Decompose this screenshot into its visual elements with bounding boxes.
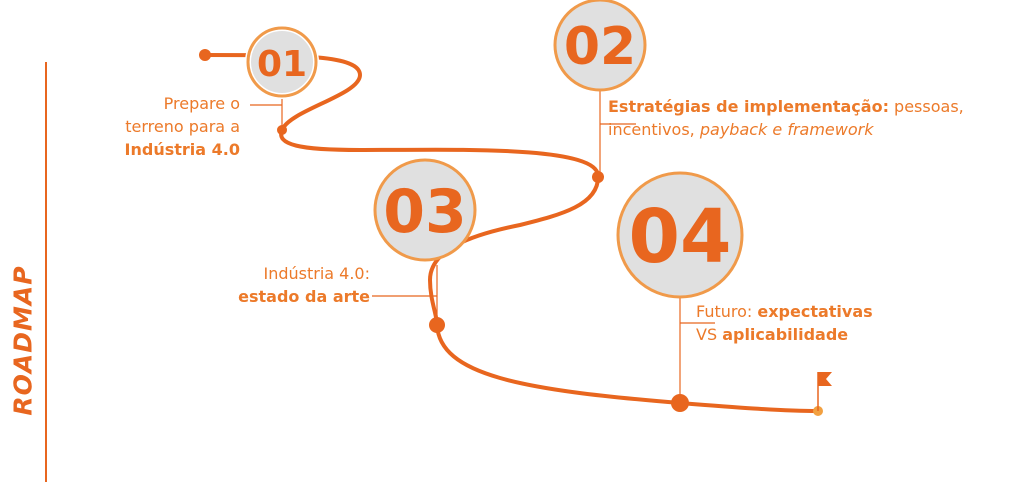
label-text-bold: Estratégias de implementação: xyxy=(608,97,889,116)
milestone-pin-04: 04 xyxy=(616,171,744,299)
milestone-pin-01: 01 xyxy=(245,25,319,99)
side-title-text: ROADMAP xyxy=(8,264,38,416)
label-text: Indústria 4.0: xyxy=(263,264,370,283)
milestone-number: 04 xyxy=(629,194,732,280)
milestone-number: 03 xyxy=(383,177,467,247)
label-text: VS xyxy=(696,325,723,344)
label-text: pessoas, xyxy=(888,97,964,116)
finish-flag-icon xyxy=(817,372,832,411)
route-point xyxy=(429,317,445,333)
label-text: terreno para a xyxy=(125,117,240,136)
milestone-label-04: Futuro: expectativas VS aplicabilidade xyxy=(696,300,873,346)
roadmap-path xyxy=(203,53,820,413)
route-point xyxy=(277,125,287,135)
leader-lines xyxy=(250,90,715,403)
milestone-label-01: Prepare o terreno para a Indústria 4.0 xyxy=(80,92,240,161)
milestone-number: 01 xyxy=(257,44,307,85)
start-node xyxy=(199,49,211,61)
side-title: ROADMAP xyxy=(3,240,43,440)
label-text: Futuro: xyxy=(696,302,758,321)
label-text-bold: estado da arte xyxy=(238,287,370,306)
label-text: incentivos, xyxy=(608,120,700,139)
route-point xyxy=(671,394,689,412)
milestone-number: 02 xyxy=(564,17,636,77)
milestone-pin-02: 02 xyxy=(553,0,647,92)
milestone-label-03: Indústria 4.0: estado da arte xyxy=(170,262,370,308)
milestone-pin-03: 03 xyxy=(373,158,477,262)
side-rule xyxy=(45,62,47,482)
label-text-bold: Indústria 4.0 xyxy=(124,140,240,159)
label-text-bold: expectativas xyxy=(757,302,873,321)
label-text: Prepare o xyxy=(163,94,240,113)
route-point xyxy=(592,171,604,183)
milestone-label-02: Estratégias de implementação: pessoas, i… xyxy=(608,95,964,141)
label-text-italic: payback e framework xyxy=(699,120,874,139)
label-text-bold: aplicabilidade xyxy=(722,325,849,344)
